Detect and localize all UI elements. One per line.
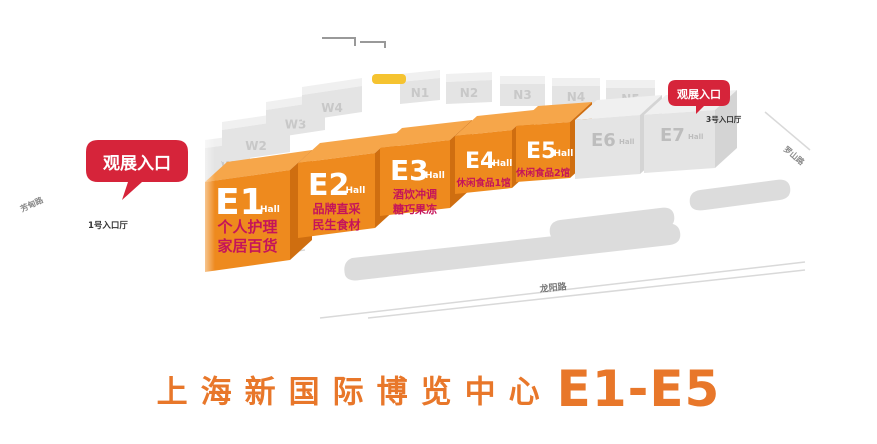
- hall-id: E6: [591, 130, 616, 151]
- hall-category: 民生食材: [312, 217, 360, 232]
- orange-halls: E1Hall个人护理家居百货E2Hall品牌直采民生食材E3Hall酒饮冲调糖巧…: [205, 102, 592, 272]
- hall-suffix: Hall: [688, 133, 703, 141]
- hall-suffix: Hall: [554, 149, 574, 159]
- entrance-label: 观展入口: [102, 154, 171, 174]
- hall-e5-front: [516, 122, 570, 182]
- hall-label: N2: [460, 86, 478, 100]
- hall-id: E4: [465, 149, 495, 174]
- north-pin: [372, 74, 406, 84]
- hall-suffix: Hall: [346, 186, 366, 196]
- top-structure: [322, 37, 386, 48]
- road-label-luoshan: 罗山路: [782, 144, 808, 168]
- hall-w4-top: [302, 78, 362, 95]
- hall-n5-top: [606, 80, 655, 88]
- hall-category: 品牌直采: [312, 201, 360, 216]
- road-label-longyang: 龙阳路: [538, 280, 568, 295]
- grey-halls-back: WW2W3W4N1N2N3N4N5: [205, 70, 655, 184]
- title-venue: 上海新国际博览中心: [156, 374, 553, 411]
- hall-w4-front: [302, 86, 362, 121]
- hall-n4[interactable]: N4: [552, 78, 600, 108]
- hall-id: E2: [308, 168, 349, 203]
- hall-n3-top: [500, 76, 545, 84]
- hall-id: E3: [390, 154, 429, 187]
- page-title: 上海新国际博览中心E1-E5: [0, 360, 877, 430]
- hall-e4-front: [455, 130, 512, 194]
- hall-suffix: Hall: [260, 205, 280, 215]
- road-label-fangdian: 芳甸路: [19, 194, 46, 214]
- hall-e5-top: [516, 102, 592, 126]
- hall-e6-front: [575, 115, 640, 179]
- hall-n1[interactable]: N1: [400, 70, 440, 104]
- hall-w4[interactable]: W4: [302, 78, 362, 121]
- hall-e3-front: [380, 140, 450, 216]
- hall-label: N1: [411, 86, 429, 100]
- hall-n3-front: [500, 84, 545, 106]
- hall-n2-front: [446, 80, 492, 104]
- entrance-pin-shape: [86, 140, 188, 200]
- hall-e1-front: [205, 170, 290, 272]
- hall-category: 个人护理: [216, 218, 277, 236]
- hall-n2[interactable]: N2: [446, 72, 492, 104]
- plaza-pads: [344, 179, 791, 281]
- entrance-hall-3: 3号入口厅: [706, 115, 742, 124]
- hall-category: 休闲食品1馆: [455, 177, 511, 189]
- hall-label: N4: [567, 90, 585, 104]
- title-halls: E1-E5: [556, 360, 721, 418]
- entrance-pin-3[interactable]: 观展入口: [668, 80, 730, 114]
- hall-n2-top: [446, 72, 492, 82]
- hall-id: E5: [526, 139, 556, 164]
- hall-suffix: Hall: [493, 159, 513, 169]
- hall-label: N3: [513, 88, 531, 102]
- entrance-pin-1[interactable]: 观展入口: [86, 140, 188, 200]
- entrance-hall-1: 1号入口厅: [88, 221, 128, 231]
- hall-e4-top: [455, 110, 534, 136]
- hall-suffix: Hall: [425, 171, 445, 181]
- hall-e2-top: [298, 133, 397, 163]
- left-fade: [195, 100, 215, 290]
- hall-e7-side: [715, 90, 737, 168]
- hall-suffix: Hall: [619, 138, 634, 146]
- entrance-label: 观展入口: [677, 88, 721, 101]
- hall-e6-top: [575, 95, 662, 120]
- hall-e1-top: [205, 150, 312, 182]
- hall-n1-front: [400, 78, 440, 104]
- hall-category: 酒饮冲调: [393, 187, 437, 201]
- hall-e3-top: [380, 120, 472, 148]
- hall-label: W4: [321, 101, 343, 115]
- hall-n3[interactable]: N3: [500, 76, 545, 106]
- hall-e7-front: [644, 110, 715, 173]
- hall-category: 休闲食品2馆: [515, 167, 571, 179]
- entrance-pin-shape: [668, 80, 730, 114]
- hall-category: 糖巧果冻: [393, 202, 437, 216]
- hall-label: W2: [245, 139, 267, 153]
- hall-category: 家居百货: [217, 237, 277, 255]
- hall-n4-top: [552, 78, 600, 86]
- hall-label: W3: [285, 118, 307, 132]
- hall-id: E7: [660, 125, 685, 146]
- hall-id: E1: [215, 182, 265, 223]
- hall-e2-front: [298, 153, 375, 238]
